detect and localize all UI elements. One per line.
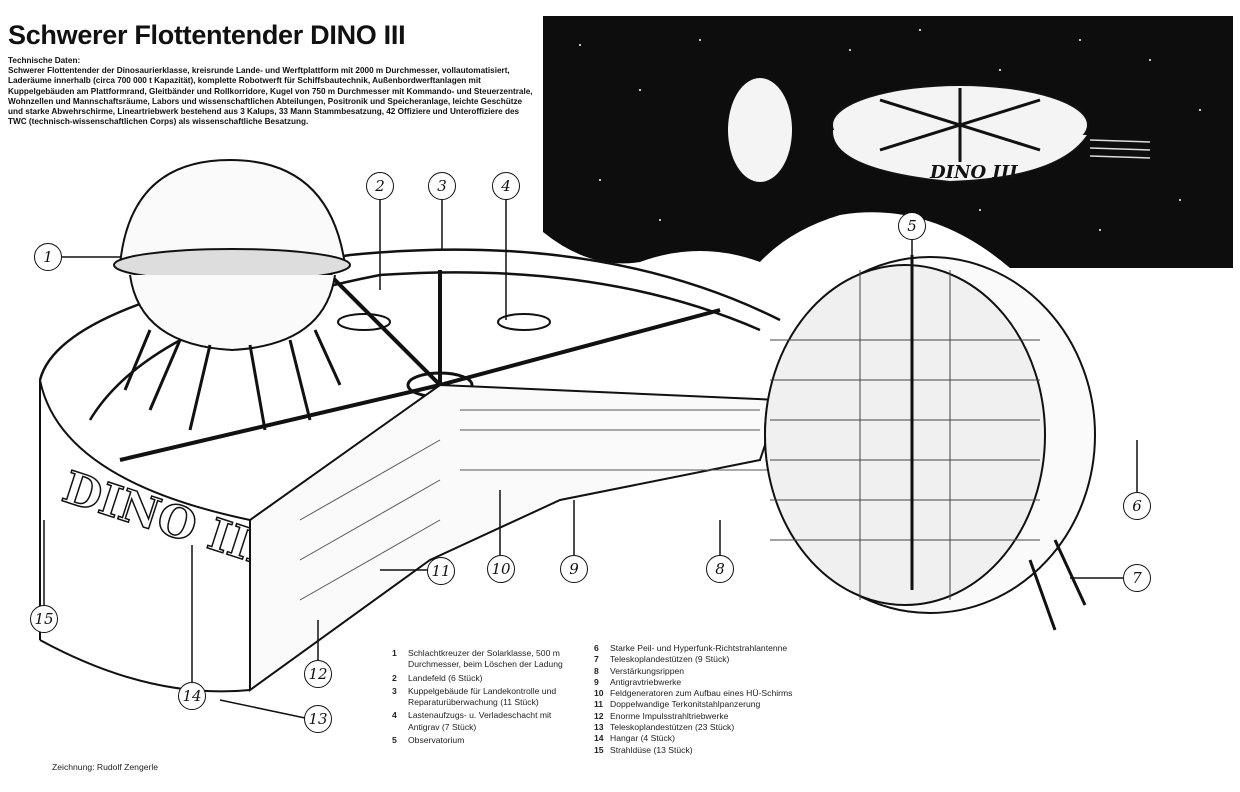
page-title: Schwerer Flottentender DINO III	[8, 20, 406, 50]
callout-15: 15	[30, 605, 58, 633]
hull-lettering: DINO III	[57, 462, 277, 577]
specs-text: Schwerer Flottentender der Dinosaurierkl…	[8, 66, 533, 127]
inset-ship: DINO III	[728, 78, 1151, 184]
callout-4: 4	[492, 172, 520, 200]
command-sphere	[764, 255, 1096, 631]
specs-heading: Technische Daten:	[8, 56, 81, 65]
callout-5: 5	[898, 212, 926, 240]
callout-7: 7	[1123, 564, 1151, 592]
callout-2: 2	[366, 172, 394, 200]
callout-1: 1	[34, 243, 62, 271]
inset-lettering: DINO III	[929, 162, 1018, 183]
cutaway-corridor	[249, 383, 782, 692]
callout-9: 9	[560, 555, 588, 583]
callout-6: 6	[1123, 492, 1151, 520]
illustration-credit: Zeichnung: Rudolf Zengerle	[52, 762, 159, 772]
leader-lines	[43, 200, 1138, 719]
callout-11: 11	[427, 557, 455, 585]
callout-3: 3	[428, 172, 456, 200]
callout-14: 14	[178, 682, 206, 710]
callout-13: 13	[304, 705, 332, 733]
callout-8: 8	[706, 555, 734, 583]
cruiser-sphere	[113, 158, 351, 431]
technical-data: Technische Daten: Schwerer Flottentender…	[8, 56, 536, 127]
landing-platform	[38, 248, 781, 693]
callout-12: 12	[304, 660, 332, 688]
callout-10: 10	[487, 555, 515, 583]
